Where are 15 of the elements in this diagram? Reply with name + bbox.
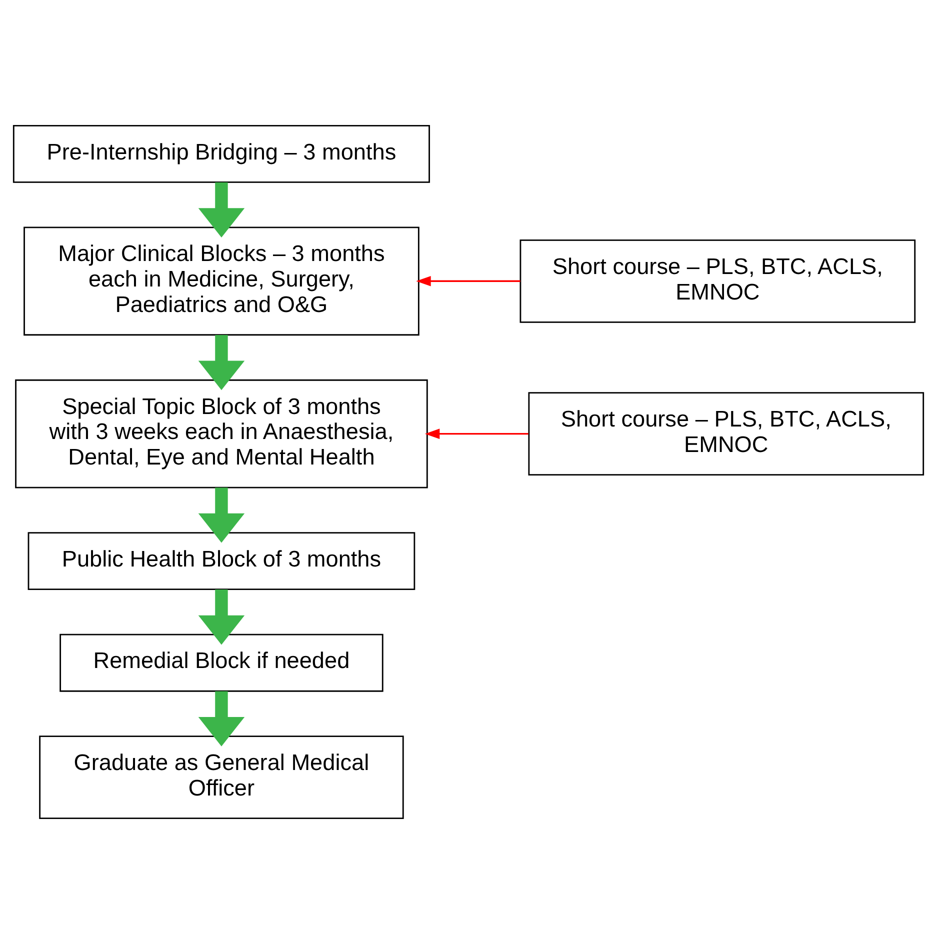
arrow	[198, 589, 245, 644]
node-box: Public Health Block of 3 months	[28, 532, 416, 590]
node-box: Major Clinical Blocks – 3 months each in Medicine, Surgery, Paediatrics and O&G	[24, 226, 420, 336]
arrow	[198, 334, 245, 390]
arrow	[424, 428, 528, 438]
node-box: Pre-Internship Bridging – 3 months	[12, 124, 430, 182]
node-box: Short course – PLS, BTC, ACLS, EMNOC	[528, 392, 924, 476]
node-box: Special Topic Block of 3 months with 3 weeks each in Anaesthesia, Dental, Eye and Mental Health	[15, 378, 428, 488]
arrow	[198, 487, 245, 542]
arrow	[416, 276, 520, 286]
node-box: Graduate as General Medical Officer	[39, 735, 404, 819]
node-box: Remedial Block if needed	[60, 633, 384, 692]
arrow	[198, 690, 245, 746]
node-box: Short course – PLS, BTC, ACLS, EMNOC	[520, 238, 916, 322]
arrow	[198, 182, 245, 237]
